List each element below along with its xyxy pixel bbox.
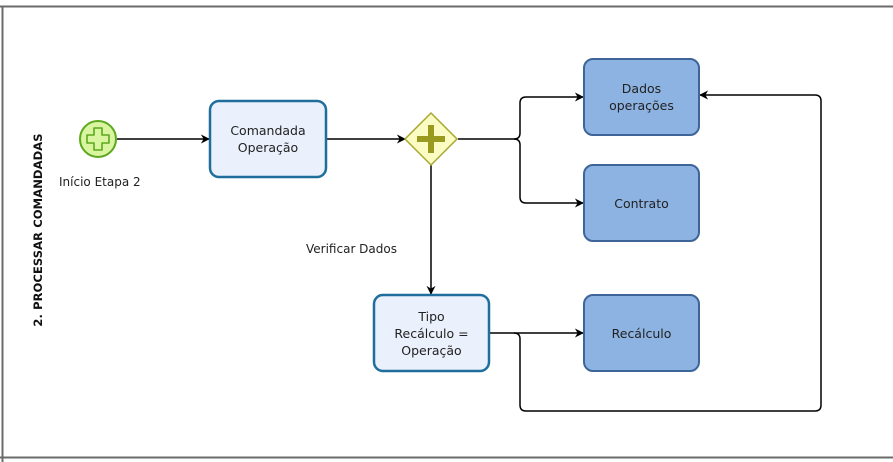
task-contrato-label: Contrato	[614, 195, 669, 211]
task-recalculo-label: Recálculo	[611, 325, 672, 341]
task-dados-operacoes[interactable]	[583, 58, 700, 136]
flow-gateway-to-dados-operacoes[interactable]	[458, 92, 584, 140]
parallel-gateway[interactable]	[403, 111, 459, 167]
task-tipo-recalculo[interactable]	[372, 293, 491, 373]
lane-title: 2. PROCESSAR COMANDADAS	[8, 120, 68, 340]
plus-cross-icon	[86, 127, 110, 151]
task-tipo-recalculo-label: Tipo Recálculo = Operação	[394, 308, 469, 358]
flow-verificar-dados-label: Verificar Dados	[306, 242, 397, 256]
task-comandada-operacao[interactable]	[208, 99, 328, 179]
flow-gateway-to-contrato[interactable]	[513, 138, 584, 208]
start-event[interactable]	[79, 120, 117, 158]
start-event-label: Início Etapa 2	[59, 175, 141, 189]
task-dados-operacoes-label: Dados operações	[609, 81, 674, 113]
lane-title-text: 2. PROCESSAR COMANDADAS	[31, 133, 45, 327]
parallel-plus-icon	[417, 125, 445, 153]
task-contrato[interactable]	[583, 164, 700, 242]
task-recalculo[interactable]	[583, 294, 700, 372]
flow-tipo-to-dados-loop[interactable]	[513, 90, 822, 412]
task-comandada-label: Comandada Operação	[230, 123, 306, 155]
